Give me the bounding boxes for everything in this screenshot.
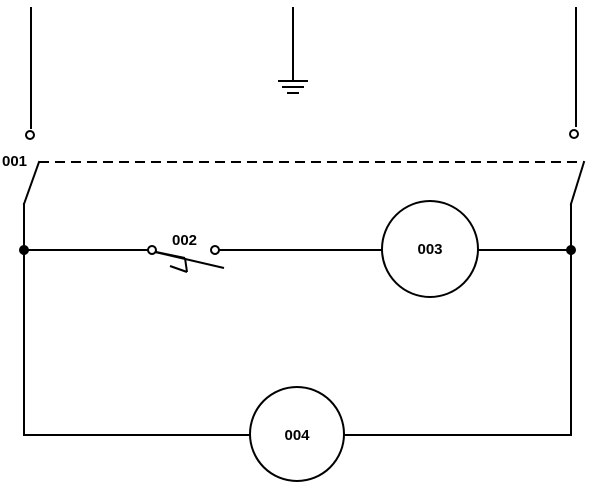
right-switch-blade [569, 160, 586, 206]
device-003-label: 003 [417, 241, 442, 258]
contact-right-terminal [210, 245, 220, 255]
contact-actuator-tick [184, 257, 188, 273]
left-junction-dot [19, 245, 29, 255]
contact-label: 002 [172, 232, 197, 249]
left-switch-top-terminal [25, 130, 35, 140]
device-004-label: 004 [284, 427, 310, 444]
main-switch-label: 001 [2, 153, 27, 170]
right-switch-top-terminal [569, 129, 579, 139]
left-switch-blade [22, 160, 41, 206]
contact-actuator-base [169, 265, 188, 273]
right-junction-dot [566, 245, 576, 255]
contact-left-terminal [147, 245, 157, 255]
contact-actuator-line [155, 251, 186, 259]
